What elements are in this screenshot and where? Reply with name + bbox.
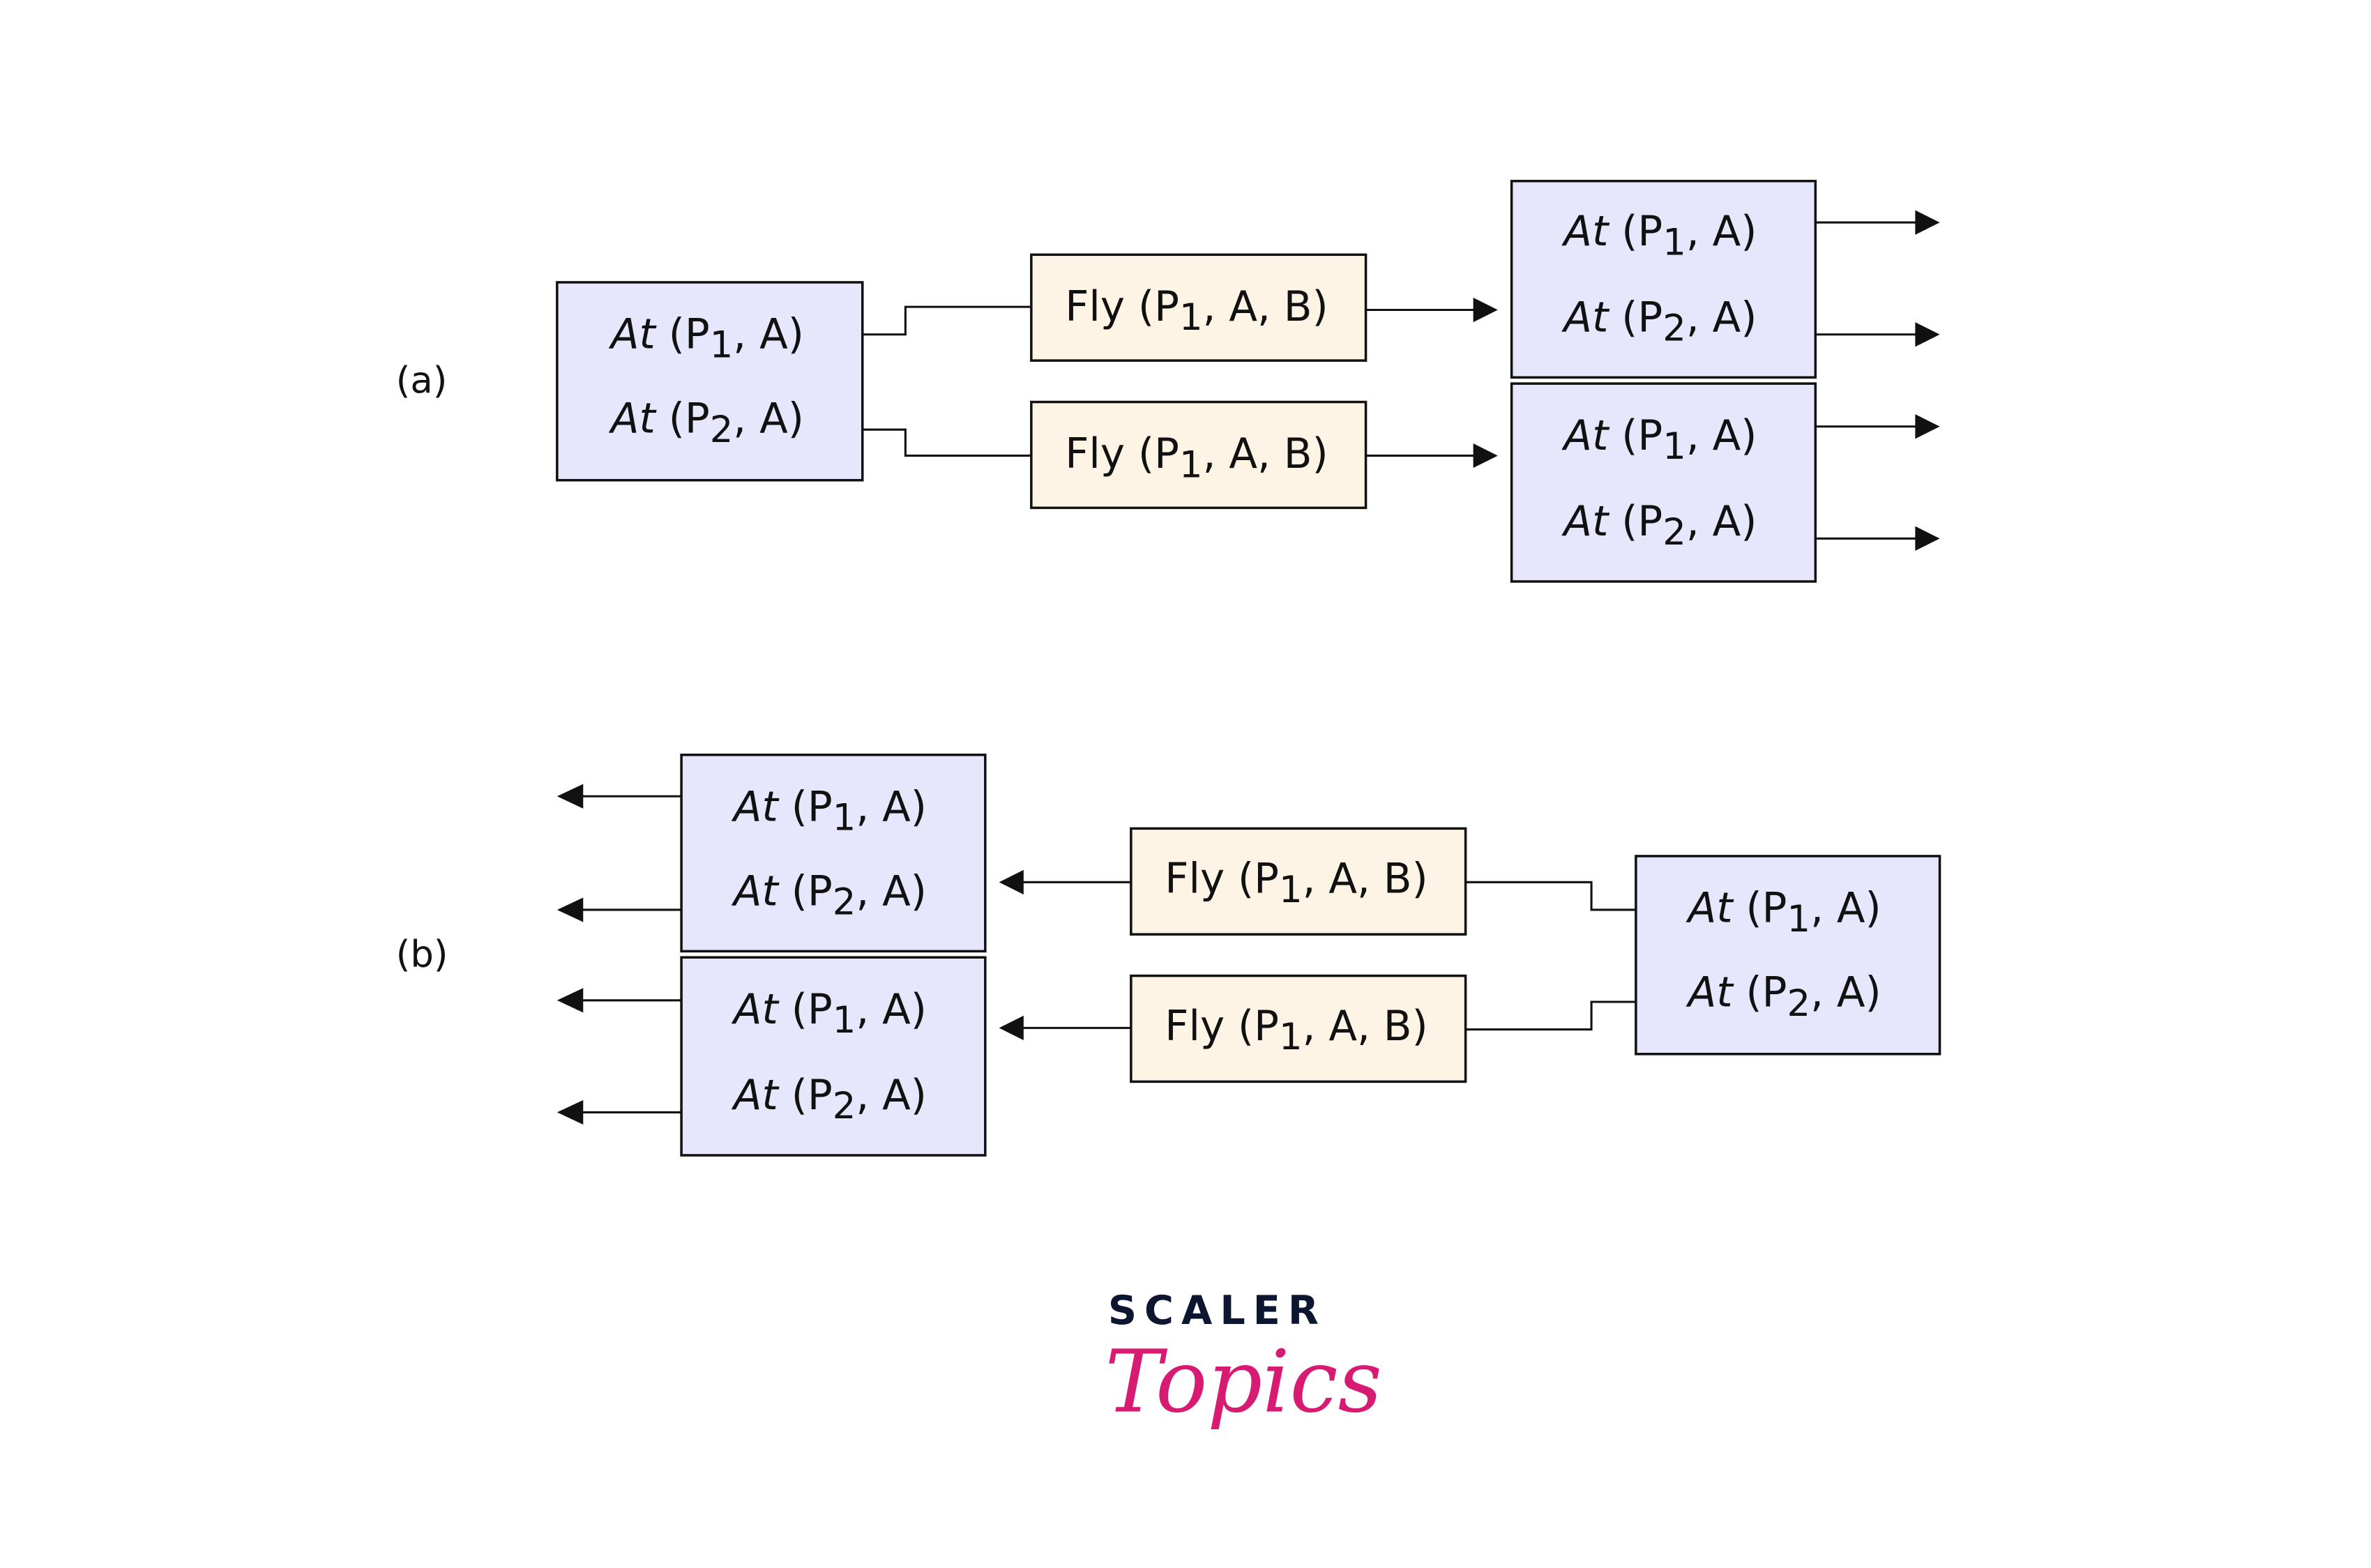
b-action-2: Fly (P1, A, B) bbox=[1130, 974, 1467, 1083]
a-state-left: At (P1, A) At (P2, A) bbox=[556, 281, 864, 482]
svg-text:At (P1, A): At (P1, A) bbox=[731, 986, 927, 1042]
a-connector-2 bbox=[862, 428, 1031, 457]
part-b-label: (b) bbox=[396, 933, 448, 975]
a-state-right-1: At (P1, A) At (P2, A) bbox=[1510, 179, 1817, 379]
a-out-arrows bbox=[1815, 210, 1940, 551]
svg-text:At (P2, A): At (P2, A) bbox=[731, 1072, 927, 1127]
b-state-right: At (P1, A) At (P2, A) bbox=[1635, 855, 1941, 1056]
svg-text:Fly (P1, A, B): Fly (P1, A, B) bbox=[1065, 283, 1328, 339]
a-state-left-line2: At (P2, A) bbox=[608, 395, 804, 451]
a-state-right-2: At (P1, A) At (P2, A) bbox=[1510, 382, 1817, 583]
svg-text:At (P1, A): At (P1, A) bbox=[1561, 208, 1757, 264]
svg-text:At (P1, A): At (P1, A) bbox=[1561, 412, 1757, 468]
a-arrow-1 bbox=[1365, 297, 1498, 323]
svg-text:At (P2, A): At (P2, A) bbox=[731, 867, 927, 923]
svg-text:At (P2, A): At (P2, A) bbox=[1686, 969, 1881, 1025]
svg-text:At (P2, A): At (P2, A) bbox=[1561, 294, 1757, 349]
svg-text:Fly (P1, A, B): Fly (P1, A, B) bbox=[1065, 430, 1328, 486]
logo-scaler-text: SCALER bbox=[1108, 1288, 1326, 1334]
svg-text:Fly (P1, A, B): Fly (P1, A, B) bbox=[1165, 1003, 1427, 1058]
b-arrow-1 bbox=[999, 869, 1131, 895]
logo-topics-text: Topics bbox=[1105, 1333, 1381, 1433]
b-state-left-2: At (P1, A) At (P2, A) bbox=[680, 956, 987, 1157]
a-action-1: Fly (P1, A, B) bbox=[1030, 253, 1368, 362]
svg-text:At (P1, A): At (P1, A) bbox=[1686, 885, 1881, 941]
a-connector-1 bbox=[862, 305, 1031, 336]
b-arrow-2 bbox=[999, 1015, 1131, 1040]
b-out-arrows bbox=[556, 784, 682, 1125]
a-action-2: Fly (P1, A, B) bbox=[1030, 400, 1368, 510]
svg-text:At (P2, A): At (P2, A) bbox=[1561, 498, 1757, 554]
scaler-topics-logo: SCALER Topics bbox=[1105, 1288, 1381, 1432]
b-connector-1 bbox=[1465, 881, 1636, 911]
svg-text:Fly (P1, A, B): Fly (P1, A, B) bbox=[1165, 855, 1427, 911]
b-state-left-1: At (P1, A) At (P2, A) bbox=[680, 753, 987, 953]
a-arrow-2 bbox=[1365, 443, 1498, 469]
part-a-label: (a) bbox=[396, 359, 448, 402]
b-action-1: Fly (P1, A, B) bbox=[1130, 827, 1467, 936]
a-state-left-line1: At (P1, A) bbox=[608, 311, 804, 367]
svg-text:At (P1, A): At (P1, A) bbox=[731, 783, 927, 839]
b-connector-2 bbox=[1465, 1000, 1636, 1031]
